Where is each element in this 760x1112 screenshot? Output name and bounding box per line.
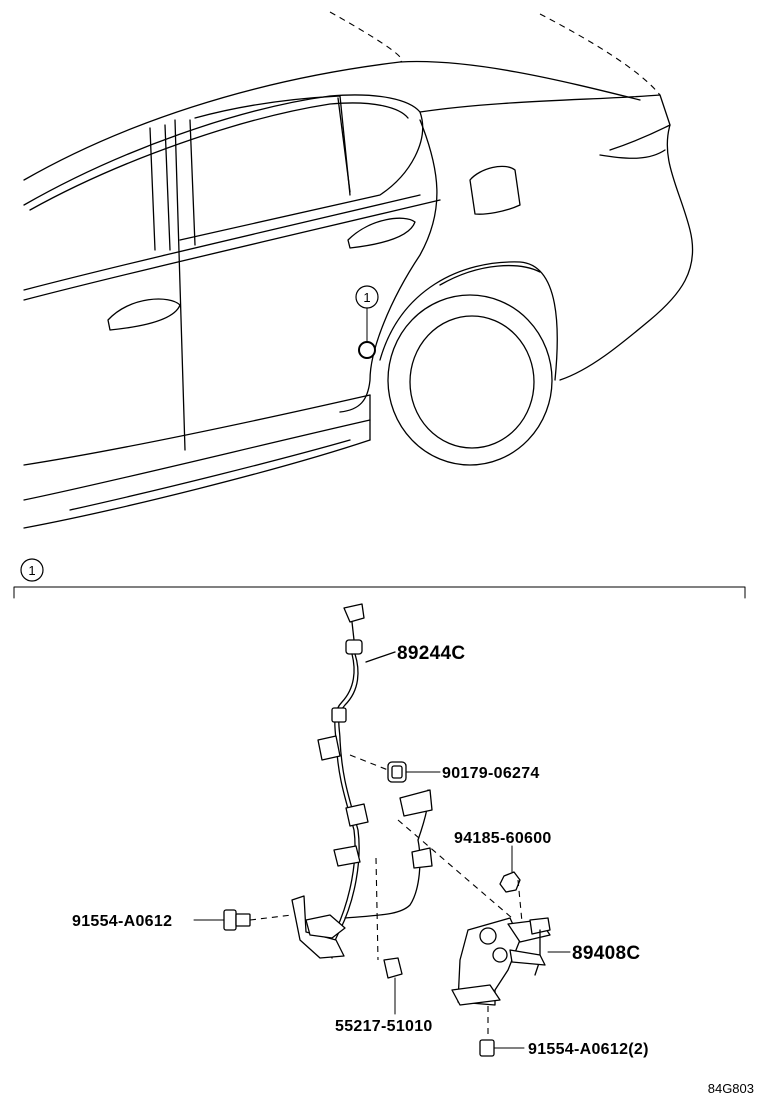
part-label-94185-60600[interactable]: 94185-60600 xyxy=(454,830,552,847)
part-label-89408c[interactable]: 89408C xyxy=(572,943,640,964)
grommet-part xyxy=(375,857,403,1015)
section-marker-label: 1 xyxy=(28,563,35,578)
vehicle-rear-side-illustration xyxy=(23,11,694,529)
left-bolt-part xyxy=(193,909,293,931)
clip-part xyxy=(349,754,441,783)
part-label-90179-06274[interactable]: 90179-06274 xyxy=(442,765,540,782)
part-label-91554-a0612-left[interactable]: 91554-A0612 xyxy=(72,913,172,930)
part-label-55217-51010[interactable]: 55217-51010 xyxy=(335,1018,433,1035)
abs-sensor-harness xyxy=(291,603,433,959)
callout-marker-1[interactable]: 1 xyxy=(355,285,379,359)
bottom-bolt-part xyxy=(479,1039,525,1057)
height-sensor-part xyxy=(397,819,571,1038)
section-header-1: 1 xyxy=(13,558,746,599)
part-label-91554-a0612-bottom[interactable]: 91554-A0612(2) xyxy=(528,1041,649,1058)
exploded-parts-view xyxy=(193,603,571,1057)
callout-marker-1-label: 1 xyxy=(363,290,370,305)
part-label-89244c[interactable]: 89244C xyxy=(397,643,465,664)
nut-part xyxy=(499,845,523,923)
drawing-code: 84G803 xyxy=(708,1081,754,1096)
